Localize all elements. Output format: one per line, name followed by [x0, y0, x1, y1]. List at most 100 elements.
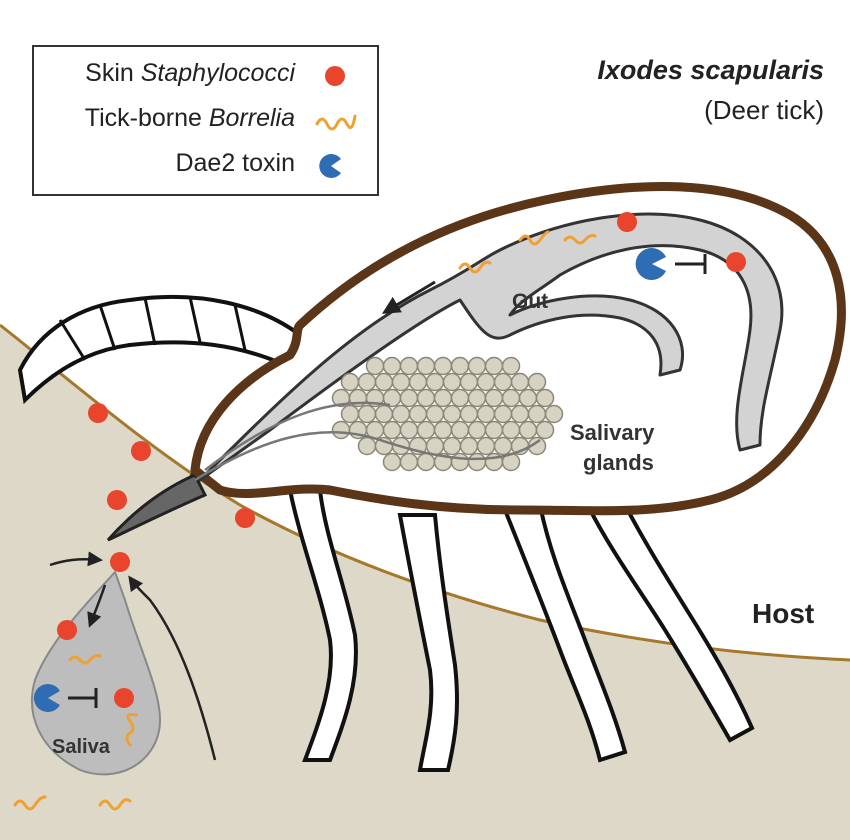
borrelia-squiggle-icon	[125, 713, 138, 747]
salivary-gland-acinus	[357, 436, 377, 456]
tick-leg-3	[397, 513, 460, 772]
saliva-label: Saliva	[52, 736, 110, 758]
gut-flow-arrow	[381, 280, 436, 314]
salivary-gland-acinus	[467, 452, 487, 472]
salivary-gland-acinus	[459, 404, 479, 424]
borrelia-squiggle-icon	[98, 798, 132, 811]
salivary-gland-acinus	[357, 404, 377, 424]
salivary-gland-acinus	[476, 436, 496, 456]
tick-legs	[17, 294, 755, 772]
salivary-gland-acinus	[501, 420, 521, 440]
salivary-gland-acinus	[450, 388, 470, 408]
salivary-gland-acinus	[484, 388, 504, 408]
host-label: Host	[752, 598, 815, 629]
salivary-gland-acinus	[459, 436, 479, 456]
legend-label-prefix: Tick-borne	[84, 104, 209, 132]
red-dot-icon	[325, 66, 345, 86]
salivary-gland-acinus	[493, 436, 513, 456]
staphylococci-dot-icon	[131, 441, 151, 461]
legend-label-italic: Staphylococci	[140, 59, 295, 87]
salivary-gland-acinus	[433, 388, 453, 408]
salivary-gland-acinus	[535, 420, 555, 440]
blue-pacman-icon	[319, 154, 341, 178]
inhibition-symbol	[68, 688, 98, 708]
salivary-gland-acinus	[425, 404, 445, 424]
orange-squiggle-icon	[315, 114, 357, 131]
tick-front-leg	[17, 294, 303, 405]
gut-label: Gut	[512, 290, 549, 313]
salivary-gland-acinus	[382, 420, 402, 440]
staphylococci-dot-icon	[107, 490, 127, 510]
salivary-gland-acinus	[399, 388, 419, 408]
salivary-glands-label-line1: Salivary	[570, 420, 655, 445]
tick-leg-5	[581, 492, 755, 743]
salivary-gland-acinus	[340, 404, 360, 424]
salivary-gland-acinus	[433, 356, 453, 376]
salivary-gland-acinus	[501, 356, 521, 376]
salivary-glands-label-line2: glands	[583, 450, 654, 475]
salivary-gland-acinus	[442, 436, 462, 456]
staphylococci-dot-icon	[235, 508, 255, 528]
salivary-gland-acinus	[416, 452, 436, 472]
salivary-gland-acinus	[450, 356, 470, 376]
species-title: Ixodes scapularis	[597, 55, 824, 85]
salivary-gland-acinus	[382, 356, 402, 376]
staphylococci-dot-icon	[110, 552, 130, 572]
salivary-gland-acinus	[484, 356, 504, 376]
salivary-gland-acinus	[518, 420, 538, 440]
salivary-gland-acinus	[408, 372, 428, 392]
salivary-gland-acinus	[467, 420, 487, 440]
salivary-gland-acinus	[535, 388, 555, 408]
salivary-gland-acinus	[391, 372, 411, 392]
legend-item-dae2-toxin: Dae2 toxin	[175, 149, 295, 178]
staphylococci-dot-icon	[88, 403, 108, 423]
tick-gut	[198, 212, 784, 482]
legend-item-staphylococci: Skin Staphylococci	[85, 59, 295, 88]
salivary-gland-acinus	[425, 372, 445, 392]
borrelia-squiggle-icon	[68, 654, 102, 665]
saliva-drop	[31, 570, 162, 776]
salivary-gland-acinus	[416, 388, 436, 408]
tick-leg-4	[502, 502, 628, 763]
salivary-gland-acinus	[484, 420, 504, 440]
salivary-gland-acinus	[331, 420, 351, 440]
arrow-down-saliva	[87, 584, 107, 628]
salivary-gland-acinus	[425, 436, 445, 456]
salivary-gland-acinus	[476, 404, 496, 424]
borrelia-squiggle-icon	[13, 795, 47, 811]
salivary-gland-acinus	[357, 372, 377, 392]
salivary-gland-acinus	[493, 372, 513, 392]
salivary-gland-acinus	[399, 452, 419, 472]
salivary-gland-acinus	[399, 420, 419, 440]
dae2-toxin-icon	[33, 684, 60, 712]
salivary-gland-acinus	[493, 404, 513, 424]
legend-item-borrelia: Tick-borne Borrelia	[85, 104, 295, 133]
staphylococci-dot-icon	[114, 688, 134, 708]
species-common-name: (Deer tick)	[704, 95, 824, 125]
staphylococci-dot-icon	[57, 620, 77, 640]
salivary-gland-acinus	[442, 404, 462, 424]
salivary-gland-acinus	[382, 452, 402, 472]
salivary-gland-acinus	[391, 404, 411, 424]
salivary-gland-acinus	[510, 404, 530, 424]
legend-label-italic: Borrelia	[208, 104, 295, 132]
salivary-gland-acinus	[518, 388, 538, 408]
staphylococci-dot-icon	[726, 252, 746, 272]
legend-label-prefix: Dae2 toxin	[175, 149, 295, 177]
salivary-gland-acinus	[340, 372, 360, 392]
arrow-in-left	[49, 551, 103, 567]
salivary-gland-acinus	[450, 420, 470, 440]
staphylococci-dot-icon	[617, 212, 637, 232]
tick-hypostome	[106, 473, 208, 542]
salivary-gland-acinus	[467, 356, 487, 376]
arrow-up-host	[128, 575, 217, 761]
salivary-gland-acinus	[408, 404, 428, 424]
salivary-gland-acinus	[374, 404, 394, 424]
salivary-gland-acinus	[544, 404, 564, 424]
salivary-gland-acinus	[510, 372, 530, 392]
salivary-gland-acinus	[374, 372, 394, 392]
borrelia-squiggle-icon	[518, 230, 550, 246]
salivary-gland-acinus	[476, 372, 496, 392]
salivary-gland-acinus	[442, 372, 462, 392]
